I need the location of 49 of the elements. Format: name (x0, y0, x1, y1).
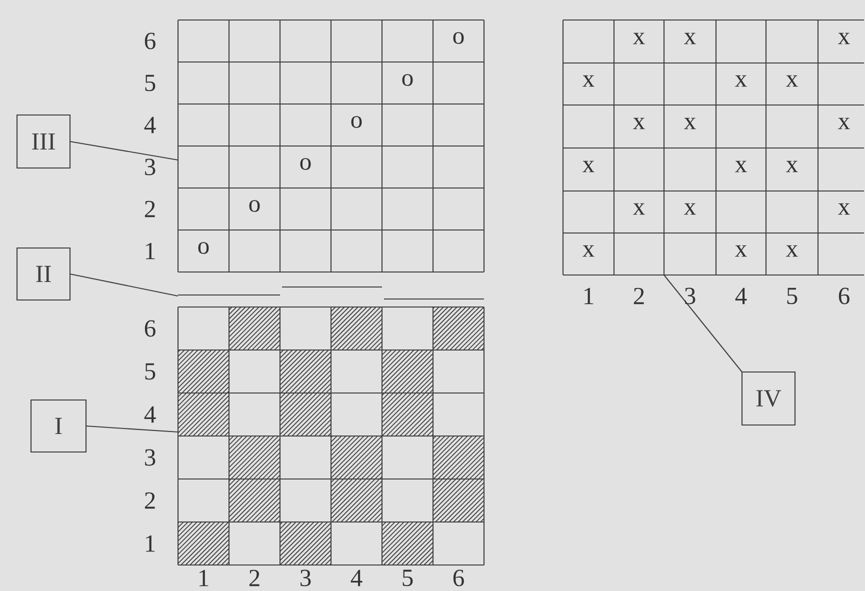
leader-line (664, 274, 742, 372)
cell-mark: x (786, 245, 798, 257)
cell-mark: x (735, 160, 747, 172)
cell-mark: x (684, 118, 696, 130)
label-box: II (16, 247, 71, 301)
row-number: 3 (145, 449, 156, 466)
cell-mark: o (198, 242, 209, 254)
row-number: 2 (144, 492, 155, 509)
row-number: 4 (144, 406, 156, 423)
cell-mark: x (633, 32, 645, 44)
lifting-grid-drawing (562, 19, 865, 276)
threading-grid-drawing (177, 19, 485, 273)
cell-mark: x (838, 32, 850, 44)
cell-mark: x (838, 118, 850, 130)
bars-drawing (178, 286, 484, 300)
cell-mark: x (684, 203, 696, 215)
row-number: 4 (144, 116, 156, 134)
column-number: 2 (634, 288, 644, 304)
cell-mark: x (684, 32, 696, 44)
cell-mark: o (453, 32, 464, 44)
cell-mark: x (735, 75, 747, 87)
cell-mark: o (249, 200, 260, 212)
cell-mark: x (735, 245, 747, 257)
row-number: 6 (144, 320, 156, 337)
cell-mark: o (351, 116, 362, 128)
cell-mark: x (838, 203, 850, 215)
cell-mark: o (402, 74, 413, 86)
leader-line (70, 140, 178, 161)
cell-mark: x (633, 118, 645, 130)
row-number: 1 (146, 242, 155, 260)
column-number: 4 (735, 288, 747, 304)
label-box: III (16, 114, 71, 169)
row-number: 5 (145, 363, 156, 380)
label-box: I (30, 399, 87, 453)
leader-line (70, 273, 178, 297)
cell-mark: x (786, 75, 798, 87)
leader-line (86, 425, 178, 433)
cell-mark: o (300, 158, 311, 170)
cell-mark: x (633, 203, 645, 215)
cell-mark: x (582, 75, 594, 87)
row-number: 2 (144, 200, 155, 218)
cell-mark: x (786, 160, 798, 172)
label-box: IV (741, 371, 796, 426)
column-number: 5 (787, 288, 798, 304)
cell-mark: x (582, 245, 594, 257)
row-number: 3 (145, 158, 156, 176)
cell-mark: x (582, 160, 594, 172)
column-number: 3 (685, 288, 696, 304)
weave-grid-drawing (177, 306, 485, 566)
